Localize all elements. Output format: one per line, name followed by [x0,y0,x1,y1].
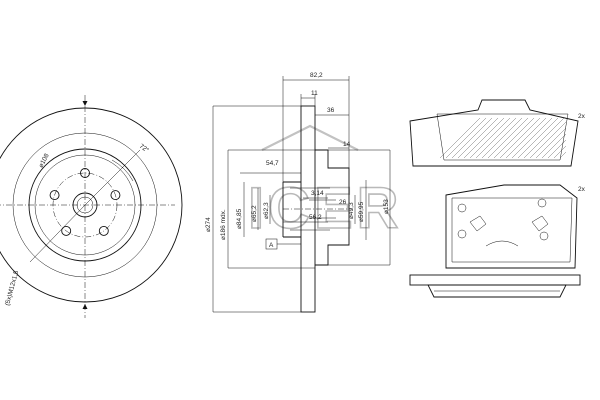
hatch-line [511,117,553,159]
label-w-3: 3,14 [311,190,324,197]
pad-top-friction-block [436,113,569,161]
label-angle: 72° [138,142,151,154]
hatch-line [499,117,541,159]
hub-section [315,149,350,266]
pad-rivet-3 [537,198,547,208]
bolt-holes [49,168,121,236]
pad-bottom-backing-plate [445,184,578,269]
watermark-logo: ICER [247,124,403,242]
hatch-line [547,139,567,159]
hub-bore-outline [282,181,301,238]
label-d-59: ⌀59,95 [358,201,365,222]
bolt-hole [98,225,109,236]
pad-rivet-4 [539,231,549,241]
hatch-line [535,127,567,159]
label-datum: A [269,242,274,249]
bottom-arrow [82,304,88,309]
label-pcd: ⌀108 [38,152,51,169]
pcd-leader [84,149,141,206]
bolt-hole [49,190,60,201]
hatch-line [463,117,505,159]
label-w-36: 36 [327,107,335,114]
hatch-line [517,117,559,159]
hatch-line [559,151,567,159]
label-d-outer: ⌀274 [205,217,212,232]
pad-top-hatching [439,117,567,159]
label-w-14: 14 [343,141,351,148]
pad-rivet-2 [457,229,467,239]
label-w-26: 26 [339,199,347,206]
label-thread: (5x)M12x1,5 [4,269,20,306]
label-w-82: 82,2 [310,72,323,79]
label-d-62: ⌀62,3 [263,202,270,219]
hatch-line [541,133,567,159]
pad-top-backing-plate [409,99,579,167]
pad-bottom-outline [451,197,573,263]
pad-clip-right [531,215,549,232]
hatch-line [469,117,511,159]
pad-side-friction [427,284,567,298]
pad-spring-wire [485,240,519,247]
qty-bottom: 2x [578,186,586,193]
watermark-text: ICER [248,176,403,241]
hatch-line [451,117,493,159]
hatch-line [481,117,523,159]
hatch-line [523,117,565,159]
label-w-56: 56,2 [309,214,322,221]
hatch-line [487,117,529,159]
top-arrow [82,101,88,106]
hatch-line [553,145,567,159]
qty-top: 2x [578,113,586,120]
hatch-line [529,121,567,159]
disc-front-view: ⌀108 72° (5x)M12x1,5 [0,95,183,318]
brake-pads: 2x 2x [409,99,586,298]
thread-leader [29,204,86,263]
bolt-hole [61,225,72,236]
pad-side-backing-plate [409,274,581,286]
hatch-line [475,117,517,159]
hatch-line [445,117,487,159]
hatch-line [457,117,499,159]
label-d-49: ⌀49,3 [348,202,355,219]
hatch-line [505,117,547,159]
label-w-11: 11 [311,90,318,97]
braking-ring-section [300,105,316,313]
label-w-54: 54,7 [266,160,279,167]
label-d-84: ⌀84,85 [236,208,243,229]
bolt-hole [110,190,121,201]
label-d-friction: ⌀186 mdx. [220,209,227,240]
disc-section-view: ⌀274 ⌀186 mdx. ⌀84,85 ⌀65,2 ⌀62,3 ⌀49,3 … [205,72,391,313]
angle-arc [111,159,134,182]
hatch-line [493,117,535,159]
pad-clip-left [469,215,487,232]
label-d-65: ⌀65,2 [251,205,258,222]
label-d-153: ⌀153 [383,199,390,214]
pad-rivet-1 [457,203,467,213]
hatch-line [439,117,481,159]
